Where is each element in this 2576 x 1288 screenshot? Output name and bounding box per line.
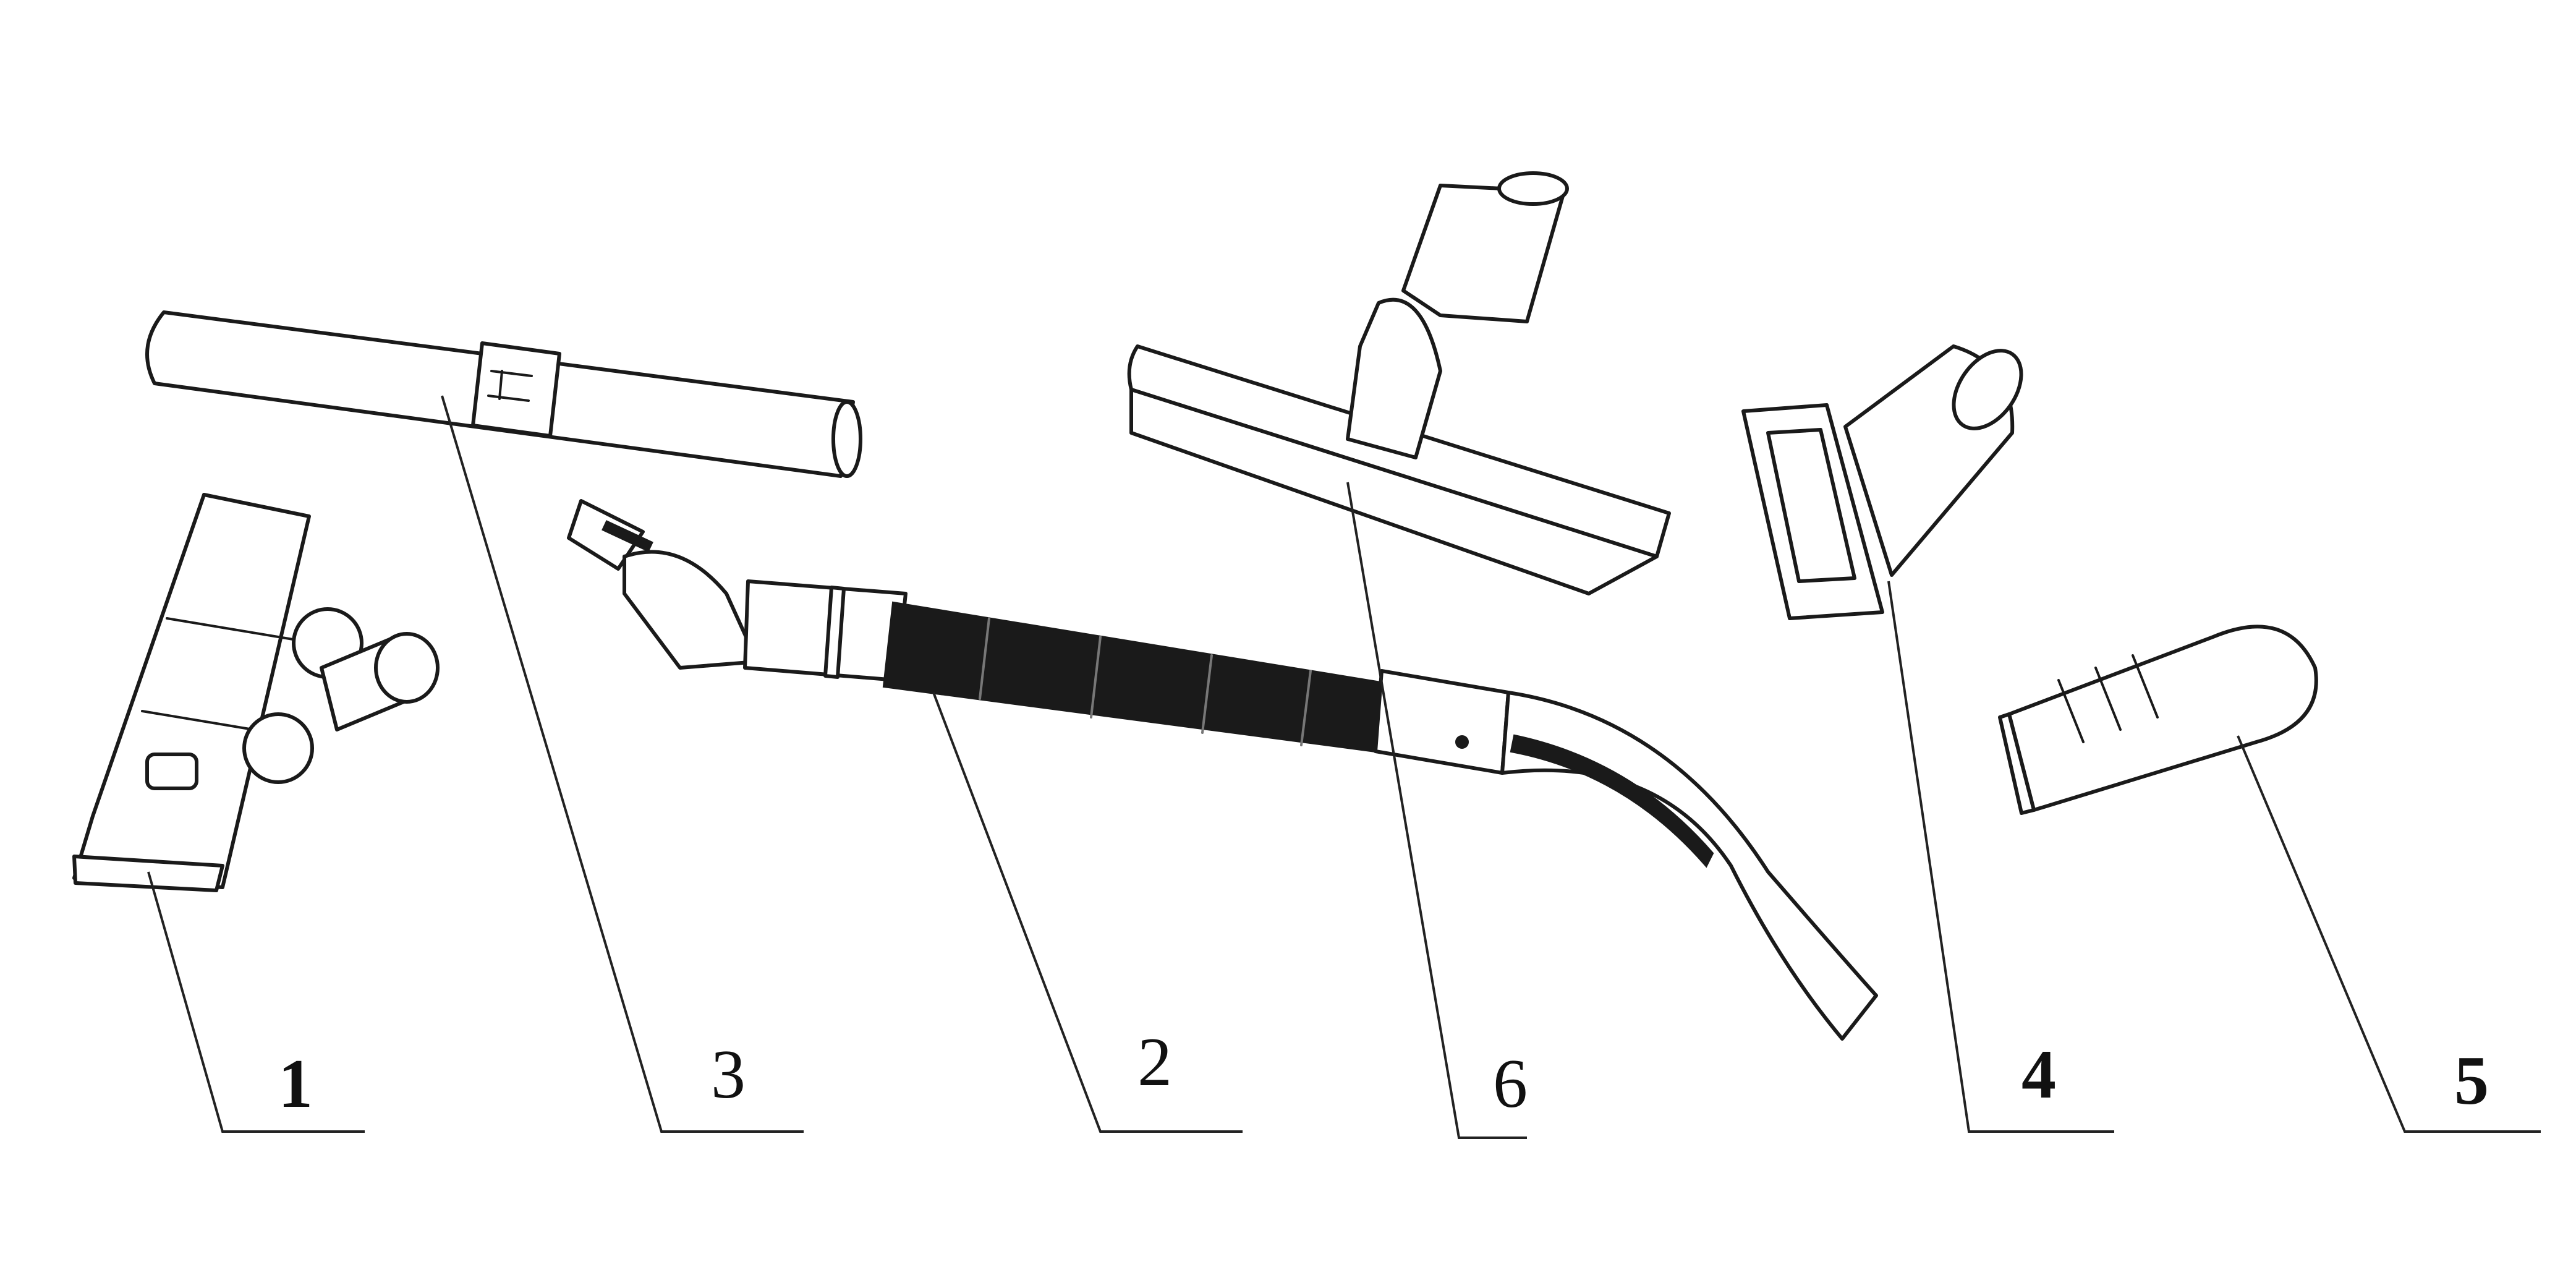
crevice-nozzle xyxy=(1998,625,2318,815)
label-item-2: 2 xyxy=(1137,1024,1172,1101)
label-item-6: 6 xyxy=(1493,1046,1528,1122)
label-item-1: 1 xyxy=(278,1046,313,1122)
floor-nozzle xyxy=(1127,171,1671,595)
leader-lines xyxy=(147,395,2541,1139)
floor-brush xyxy=(72,493,440,892)
label-item-5: 5 xyxy=(2454,1043,2489,1119)
label-item-4: 4 xyxy=(2021,1036,2056,1113)
flexible-hose xyxy=(567,499,1878,1041)
extension-tube xyxy=(145,310,862,478)
label-item-3: 3 xyxy=(711,1036,746,1113)
upholstery-nozzle xyxy=(1741,344,2023,620)
